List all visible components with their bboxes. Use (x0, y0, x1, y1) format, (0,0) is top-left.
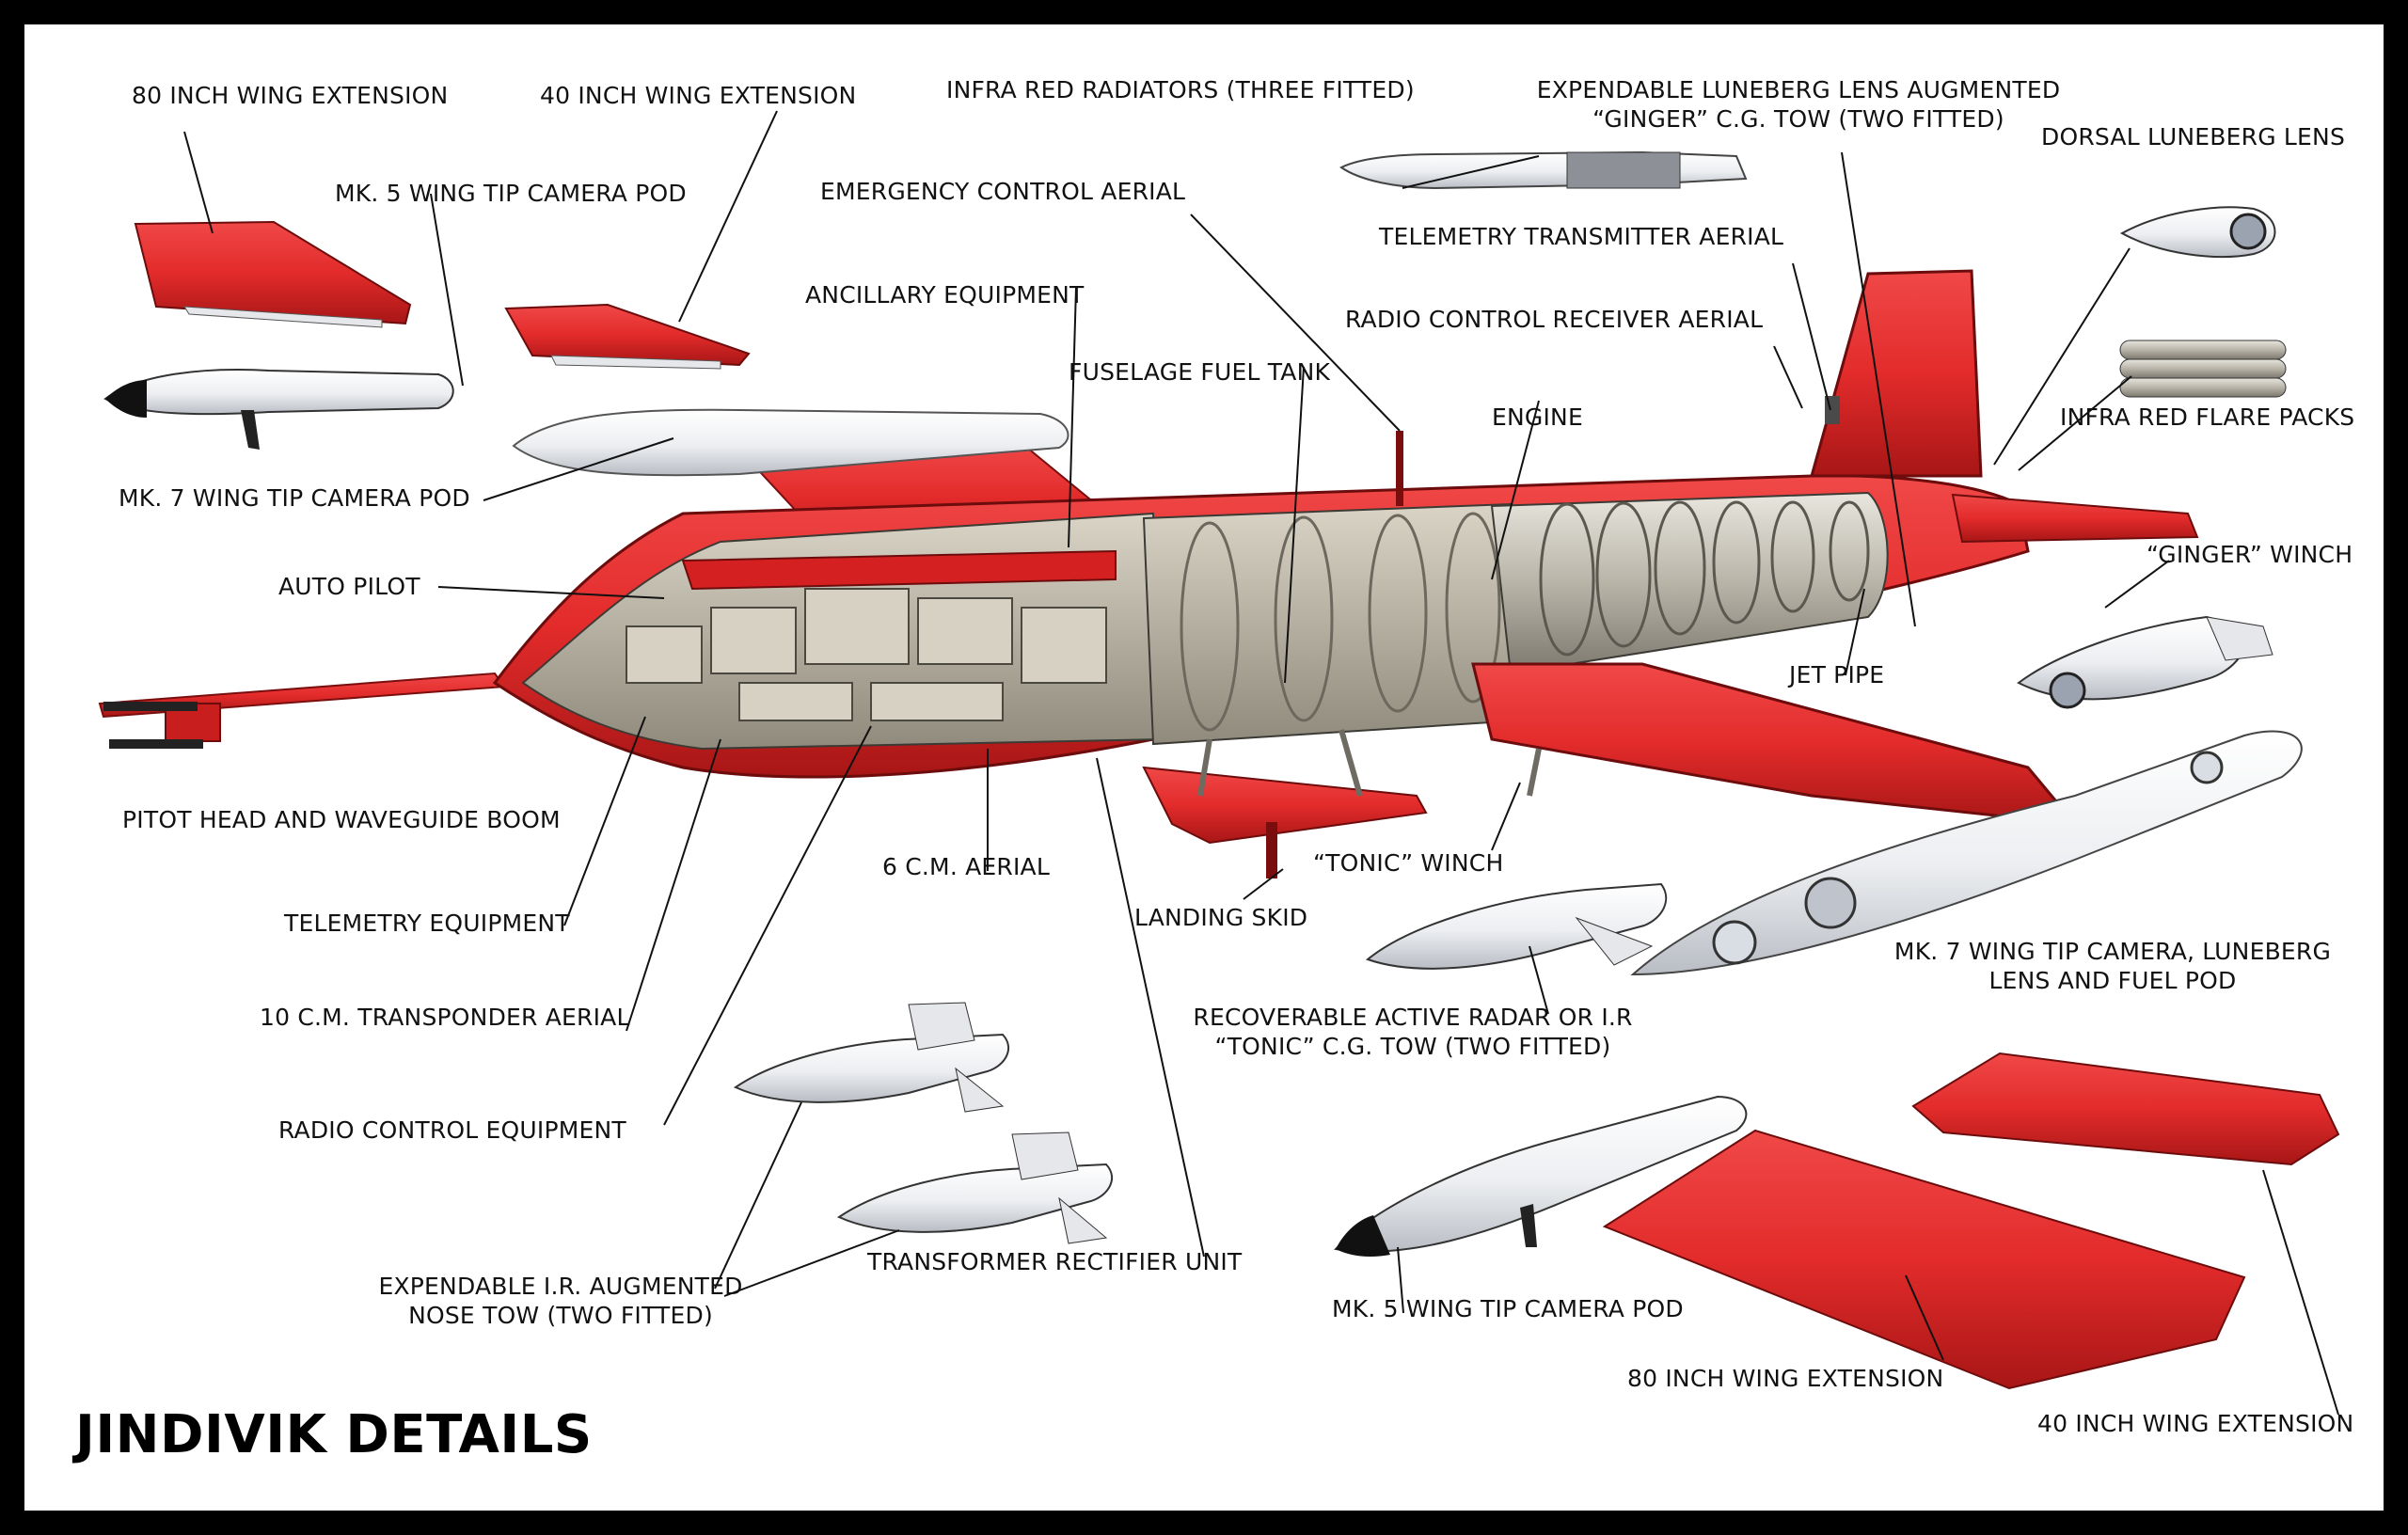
nose-tow-part-2 (836, 1131, 1113, 1244)
engine-rings (1539, 500, 1870, 657)
equipment-boxes (626, 588, 1107, 721)
label-auto-pilot: AUTO PILOT (278, 573, 420, 600)
label-radar-tow-line-2: “TONIC” C.G. TOW (TWO FITTED) (1214, 1033, 1611, 1060)
label-luneberg-tow-line-1: EXPENDABLE LUNEBERG LENS AUGMENTED (1536, 76, 2061, 103)
label-40-inch-wing-extension-bottom: 40 INCH WING EXTENSION (2037, 1410, 2354, 1437)
dorsal-lens-part (2119, 206, 2276, 259)
label-radio-control-receiver-aerial: RADIO CONTROL RECEIVER AERIAL (1345, 306, 1764, 333)
label-ginger-winch: “GINGER” WINCH (2147, 541, 2353, 568)
label-telemetry-transmitter-aerial: TELEMETRY TRANSMITTER AERIAL (1379, 223, 1784, 250)
landing-skid-fairing (1142, 766, 1428, 845)
tailplane (1951, 493, 2199, 544)
label-10cm-transponder-aerial: 10 C.M. TRANSPONDER AERIAL (260, 1004, 630, 1031)
ir-radiator-part (1339, 150, 1748, 190)
lower-wing (1471, 662, 2079, 826)
label-jet-pipe: JET PIPE (1789, 661, 1885, 688)
label-mk7-combo-line-1: MK. 7 WING TIP CAMERA, LUNEBERG (1893, 938, 2332, 965)
mk7-combo-lens-1 (1712, 920, 1757, 965)
undercarriage-struts (1197, 729, 1542, 797)
label-recoverable-radar-tow: RECOVERABLE ACTIVE RADAR OR I.R “TONIC” … (1193, 1003, 1632, 1061)
label-mk7-combo-pod: MK. 7 WING TIP CAMERA, LUNEBERG LENS AND… (1894, 937, 2331, 995)
label-mk5-wing-tip-camera-pod-bottom: MK. 5 WING TIP CAMERA POD (1332, 1295, 1684, 1322)
wing-ext-80-top-part (134, 220, 412, 328)
label-infra-red-radiators: INFRA RED RADIATORS (THREE FITTED) (946, 76, 1415, 103)
upper-wing-mk7-pod (512, 408, 1069, 477)
label-tonic-winch: “TONIC” WINCH (1313, 849, 1504, 877)
emergency-control-aerial (1396, 431, 1403, 506)
jindivik-cutaway-illustration (98, 110, 2340, 1416)
engine-cutaway (1490, 491, 1889, 675)
label-80-inch-wing-extension-top: 80 INCH WING EXTENSION (132, 82, 449, 109)
tail-fin (1810, 269, 1983, 478)
mk5-pod-bottom-part (1334, 1095, 1748, 1257)
diagram-frame: 80 INCH WING EXTENSION 40 INCH WING EXTE… (24, 24, 2384, 1511)
mk7-combo-lens-2 (1804, 877, 1857, 929)
fuel-tank-frames (1180, 512, 1501, 732)
label-landing-skid: LANDING SKID (1134, 904, 1308, 931)
pitot-tip-upper (103, 702, 198, 711)
leader-lines (183, 110, 2339, 1416)
label-mk7-wing-tip-camera-pod-top: MK. 7 WING TIP CAMERA POD (119, 484, 470, 512)
label-40-inch-wing-extension-top: 40 INCH WING EXTENSION (540, 82, 857, 109)
label-6cm-aerial: 6 C.M. AERIAL (882, 853, 1050, 880)
label-radar-tow-line-1: RECOVERABLE ACTIVE RADAR OR I.R (1193, 1004, 1633, 1031)
label-dorsal-luneberg-lens: DORSAL LUNEBERG LENS (2041, 123, 2346, 150)
label-telemetry-equipment: TELEMETRY EQUIPMENT (284, 910, 570, 937)
label-transformer-rectifier-unit: TRANSFORMER RECTIFIER UNIT (867, 1248, 1243, 1275)
wing-ext-80-bottom-part (1602, 1129, 2246, 1390)
landing-skid-leg (1266, 822, 1277, 878)
label-mk7-combo-line-2: LENS AND FUEL POD (1988, 967, 2237, 994)
wing-ext-40-bottom-part (1911, 1052, 2340, 1166)
label-luneberg-tow-line-2: “GINGER” C.G. TOW (TWO FITTED) (1592, 105, 2004, 133)
label-engine: ENGINE (1492, 404, 1583, 431)
wing-ext-40-top-part (504, 303, 751, 370)
ir-flare-pack-part (2119, 340, 2287, 398)
label-emergency-control-aerial: EMERGENCY CONTROL AERIAL (820, 178, 1186, 205)
label-nose-tow: EXPENDABLE I.R. AUGMENTED NOSE TOW (TWO … (378, 1272, 742, 1330)
ginger-winch-part (2017, 615, 2273, 709)
label-80-inch-wing-extension-bottom: 80 INCH WING EXTENSION (1627, 1365, 1944, 1392)
label-ancillary-equipment: ANCILLARY EQUIPMENT (805, 281, 1085, 309)
mk7-combo-lens-3 (2190, 751, 2224, 784)
label-nose-tow-line-2: NOSE TOW (TWO FITTED) (408, 1302, 713, 1329)
tonic-tow-part (1365, 882, 1668, 970)
mk5-pod-top-part (103, 369, 454, 450)
nose-tow-part-1 (733, 1002, 1009, 1113)
label-radio-control-equipment: RADIO CONTROL EQUIPMENT (278, 1116, 626, 1144)
label-infra-red-flare-packs: INFRA RED FLARE PACKS (2060, 404, 2355, 431)
pitot-tip-lower (109, 739, 203, 749)
jindivik-aircraft (98, 269, 2303, 976)
label-luneberg-tow: EXPENDABLE LUNEBERG LENS AUGMENTED “GING… (1537, 75, 2061, 134)
diagram-title: JINDIVIK DETAILS (75, 1404, 593, 1465)
label-fuselage-fuel-tank: FUSELAGE FUEL TANK (1069, 358, 1331, 386)
label-mk5-wing-tip-camera-pod-top: MK. 5 WING TIP CAMERA POD (335, 180, 687, 207)
label-pitot-head: PITOT HEAD AND WAVEGUIDE BOOM (122, 806, 561, 833)
mk7-combo-pod (1630, 730, 2303, 976)
label-nose-tow-line-1: EXPENDABLE I.R. AUGMENTED (378, 1273, 743, 1300)
ancillary-red-tube (681, 549, 1117, 591)
